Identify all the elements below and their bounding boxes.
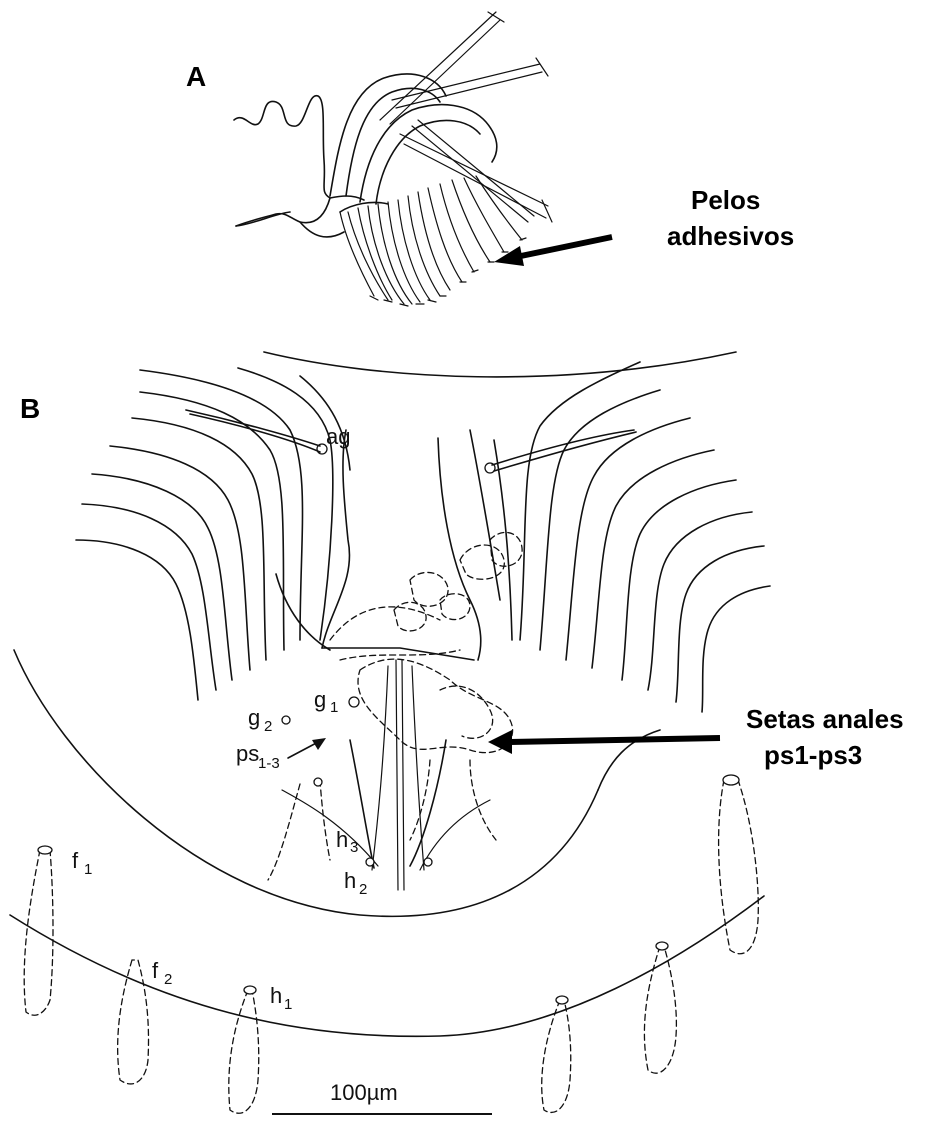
svg-text:3: 3 xyxy=(350,839,358,856)
opisthosoma-drawing xyxy=(14,352,770,916)
svg-text:h: h xyxy=(270,983,282,1008)
svg-text:2: 2 xyxy=(264,718,272,735)
label-ag: ag xyxy=(326,424,350,449)
seta-f2 xyxy=(118,960,149,1084)
label-h3: h 3 xyxy=(336,827,358,856)
anal-setae-callout-line1: Setas anales xyxy=(746,704,904,734)
panel-a-letter: A xyxy=(186,61,206,92)
svg-text:g: g xyxy=(248,705,260,730)
anal-setae-arrow xyxy=(488,730,720,754)
svg-text:1: 1 xyxy=(330,699,338,716)
svg-text:1: 1 xyxy=(284,996,292,1013)
panel-b: B xyxy=(10,352,904,1113)
scale-bar: 100µm xyxy=(272,1080,492,1114)
seta-right-2 xyxy=(644,942,676,1073)
label-g1: g 1 xyxy=(314,687,338,716)
label-f1: f 1 xyxy=(72,848,92,878)
svg-text:f: f xyxy=(152,958,159,983)
svg-text:f: f xyxy=(72,848,79,873)
svg-text:ps: ps xyxy=(236,741,259,766)
panel-b-letter: B xyxy=(20,393,40,424)
svg-text:h: h xyxy=(344,868,356,893)
svg-text:1: 1 xyxy=(84,861,92,878)
anal-setae-callout-line2: ps1-ps3 xyxy=(764,740,862,770)
lower-segment xyxy=(10,775,764,1113)
svg-text:1-3: 1-3 xyxy=(258,755,280,772)
label-h2: h 2 xyxy=(344,868,367,898)
seta-h1 xyxy=(229,986,259,1113)
seta-f1 xyxy=(24,846,53,1015)
adhesive-hairs-callout-line1: Pelos xyxy=(691,185,760,215)
scale-bar-label: 100µm xyxy=(330,1080,398,1105)
seta-right-3 xyxy=(719,775,759,954)
label-h1: h 1 xyxy=(270,983,292,1013)
adhesive-hairs-callout-line2: adhesivos xyxy=(667,221,794,251)
adhesive-hairs-arrow xyxy=(494,237,612,266)
panel-a: A xyxy=(186,12,794,306)
svg-text:2: 2 xyxy=(164,971,172,988)
svg-text:h: h xyxy=(336,827,348,852)
label-ps13: ps 1-3 xyxy=(236,741,280,772)
svg-text:g: g xyxy=(314,687,326,712)
label-f2: f 2 xyxy=(152,958,172,988)
label-g2: g 2 xyxy=(248,705,272,735)
svg-text:2: 2 xyxy=(359,881,367,898)
